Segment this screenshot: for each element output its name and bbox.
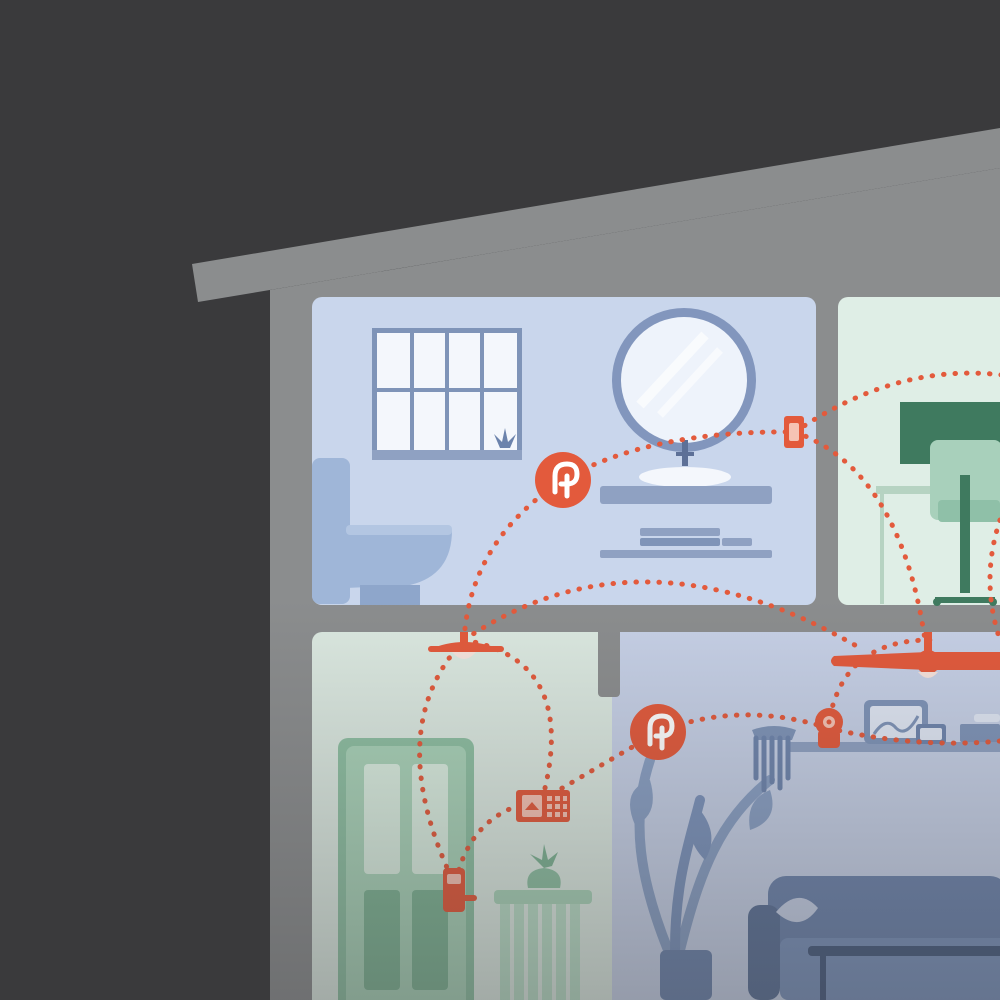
bottom-fade bbox=[0, 0, 1000, 1000]
smart-home-illustration bbox=[0, 0, 1000, 1000]
